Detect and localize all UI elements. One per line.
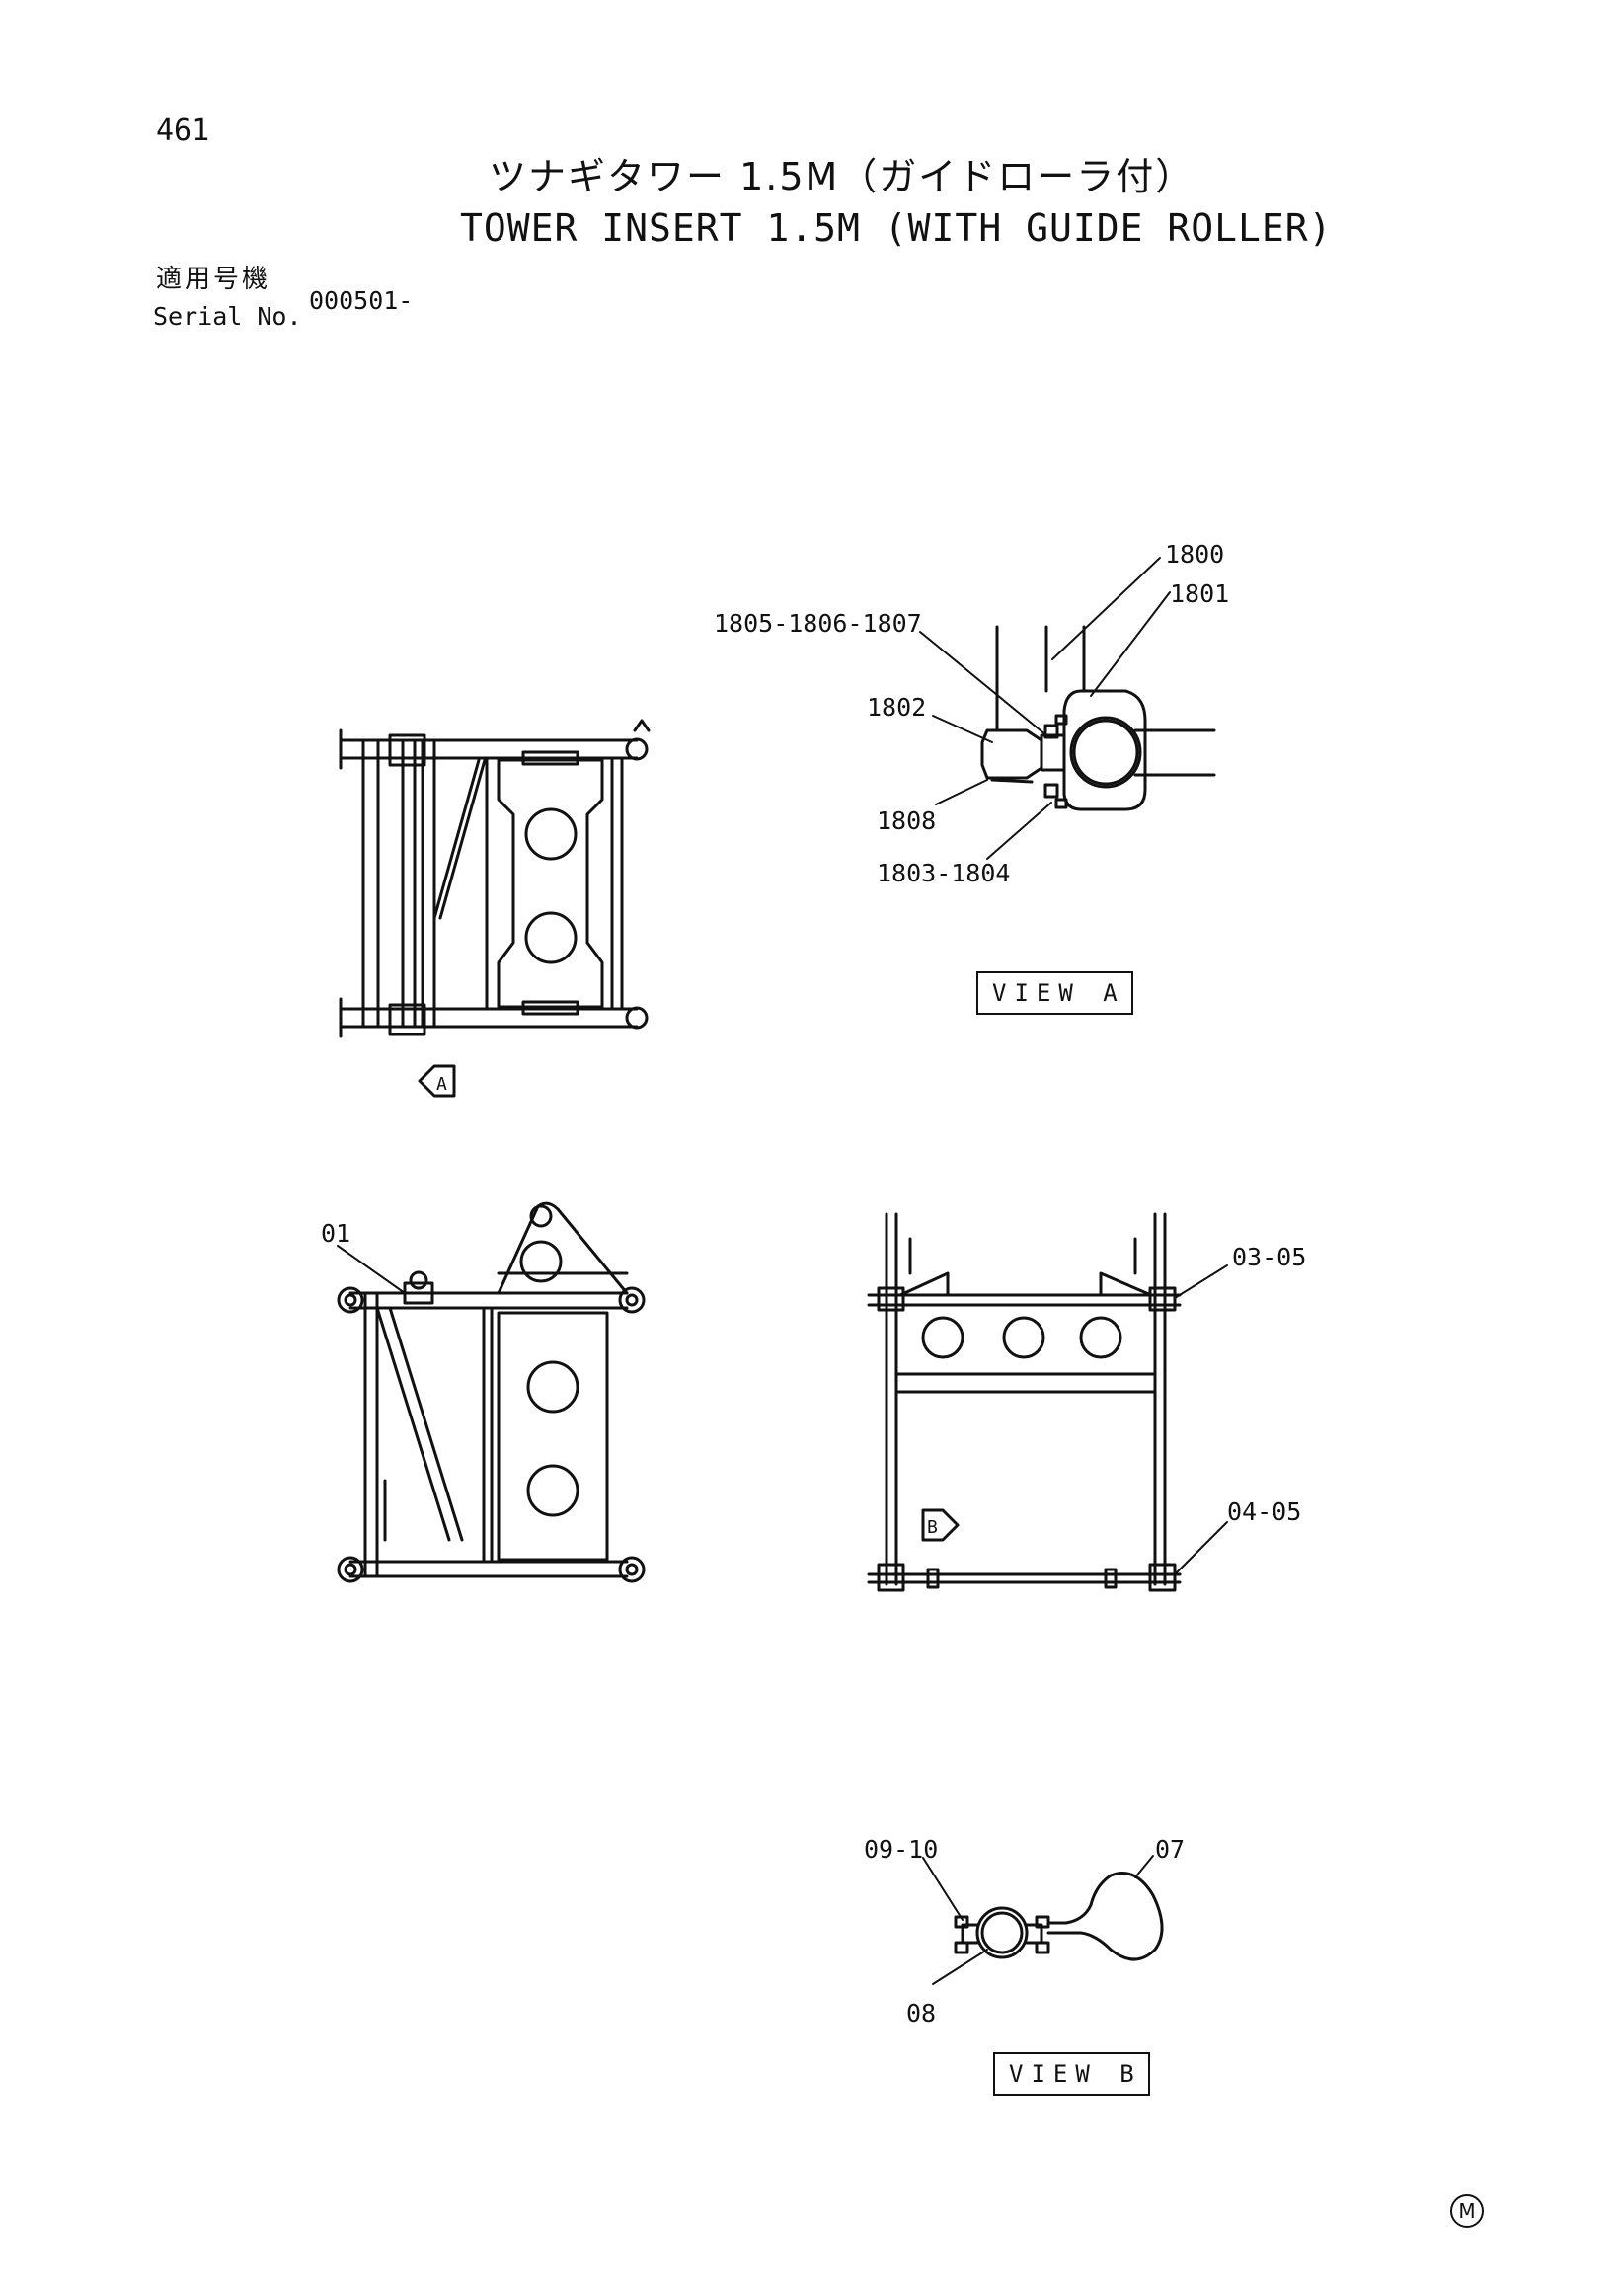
callout-1801: 1801 <box>1170 579 1229 608</box>
serial-label-japanese: 適用号機 <box>156 265 271 294</box>
serial-label-english: Serial No. <box>153 302 302 331</box>
callout-1802: 1802 <box>867 693 926 722</box>
callout-1803-1804: 1803-1804 <box>877 859 1010 887</box>
frame-side-view <box>337 1201 646 1583</box>
callout-04-05: 04-05 <box>1227 1497 1301 1526</box>
callout-01: 01 <box>321 1219 350 1248</box>
view-b-detail <box>954 1872 1164 1961</box>
serial-number-value: 000501- <box>309 286 414 315</box>
title-japanese: ツナギタワー 1.5M（ガイドローラ付） <box>489 155 1196 198</box>
arrow-a-label: A <box>436 1074 447 1095</box>
view-a-detail <box>980 625 1216 811</box>
callout-09-10: 09-10 <box>864 1835 938 1864</box>
callout-1800: 1800 <box>1165 540 1224 569</box>
view-a-leaders <box>919 557 1171 860</box>
callout-08: 08 <box>906 1999 936 2028</box>
view-a-arrow: A <box>418 1064 456 1098</box>
view-b-label: VIEW B <box>993 2052 1150 2096</box>
title-english: TOWER INSERT 1.5M (WITH GUIDE ROLLER) <box>460 206 1333 250</box>
arrow-b-label: B <box>927 1517 938 1538</box>
frame-top-view <box>339 719 651 1038</box>
callout-03-05: 03-05 <box>1232 1243 1306 1271</box>
view-a-label: VIEW A <box>976 971 1133 1015</box>
page-number: 461 <box>156 114 210 148</box>
frame-end-view <box>867 1212 1182 1592</box>
callout-1808: 1808 <box>877 806 936 835</box>
callout-1805-1806-1807: 1805-1806-1807 <box>714 609 922 638</box>
manufacturer-mark: M <box>1450 2194 1484 2228</box>
callout-07: 07 <box>1155 1835 1185 1864</box>
view-b-arrow: B <box>921 1508 960 1542</box>
